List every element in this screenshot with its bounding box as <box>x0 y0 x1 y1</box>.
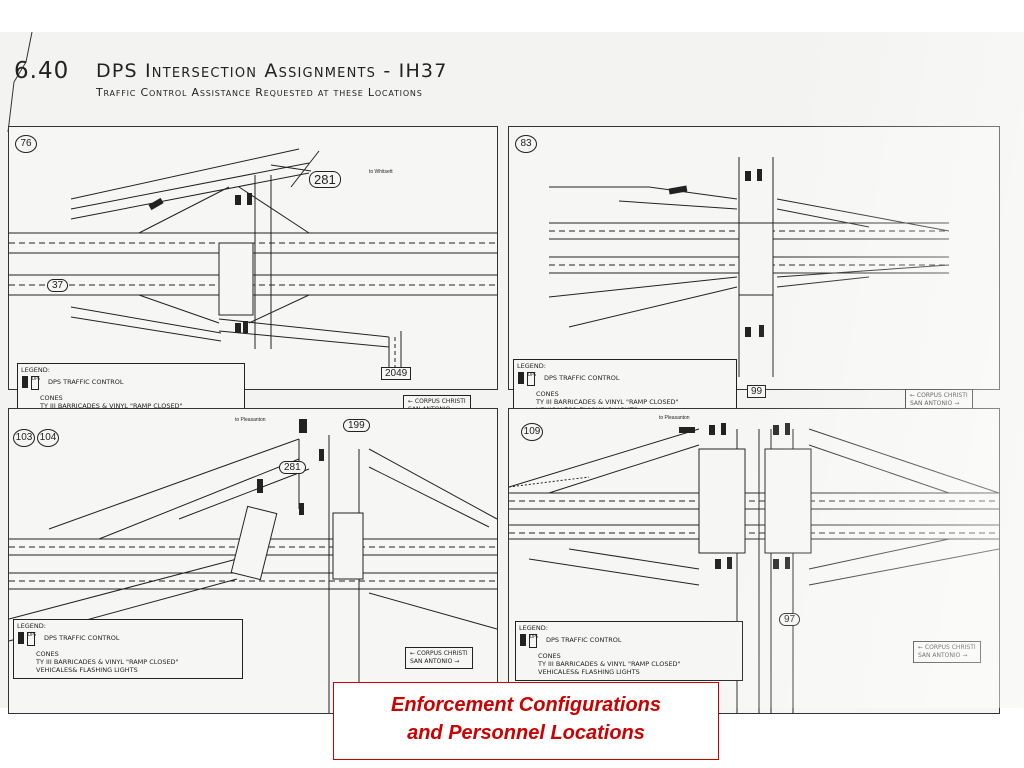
officer-icon <box>257 479 263 493</box>
legend-barricades: TY III BARRICADES & VINYL "RAMP CLOSED" <box>40 402 183 410</box>
dps-vehicle-icon <box>319 449 324 461</box>
vehicle-icon <box>668 185 688 195</box>
legend-barricades: TY III BARRICADES & VINYL "RAMP CLOSED" <box>536 398 679 406</box>
destination-label: to Whitsett <box>369 169 393 175</box>
direction-corpus-christi: ← CORPUS CHRISTI <box>918 644 976 651</box>
panel-site-109: 109 97 to Pleasanton LEGEND: DPS DPS TRA… <box>508 408 1000 714</box>
caption-line-2: and Personnel Locations <box>407 722 645 744</box>
intersection-diagram <box>9 148 497 375</box>
legend-dps: DPS TRAFFIC CONTROL <box>544 374 620 382</box>
legend-cones: CONES <box>538 652 561 660</box>
officer-icon <box>715 559 721 569</box>
legend-heading: LEGEND: <box>517 362 546 370</box>
legend-dps: DPS TRAFFIC CONTROL <box>546 636 622 644</box>
officer-markers <box>148 193 252 333</box>
destination-label: to Pleasanton <box>659 415 690 421</box>
intersection-diagram <box>508 423 1000 713</box>
site-number: 76 <box>15 135 37 153</box>
route-shield-37: 37 <box>47 279 69 292</box>
panel-site-83: 83 99 LEGEND: DPS DPS TRAFFIC CONTROL CO… <box>508 126 1000 419</box>
officer-icon <box>18 632 24 644</box>
caption-line-1: Enforcement Configurations <box>390 694 661 716</box>
panel-site-76: 76 281 37 2049 to Whitsett LEGEND: DPS D… <box>8 126 498 423</box>
legend-vehicles: VEHICALES& FLASHING LIGHTS <box>36 666 138 674</box>
officer-icon <box>299 419 307 433</box>
officer-icon <box>22 376 28 388</box>
officer-markers <box>668 169 764 337</box>
dps-symbol: DPS <box>31 376 40 390</box>
route-shield-281: 281 <box>309 171 341 188</box>
dps-vehicle-icon <box>299 503 304 515</box>
direction-corpus-christi: ← CORPUS CHRISTI <box>410 650 468 657</box>
legend-barricades: TY III BARRICADES & VINYL "RAMP CLOSED" <box>538 660 681 668</box>
direction-box: ← CORPUS CHRISTI SAN ANTONIO → <box>905 389 973 411</box>
officer-icon <box>235 195 241 205</box>
direction-corpus-christi: ← CORPUS CHRISTI <box>910 392 968 399</box>
officer-icon <box>520 634 526 646</box>
direction-box: ← CORPUS CHRISTI SAN ANTONIO → <box>405 647 473 669</box>
caption-box: Enforcement Configurations and Personnel… <box>333 682 719 760</box>
vehicle-icon <box>679 427 695 433</box>
direction-san-antonio: SAN ANTONIO → <box>918 652 968 659</box>
officer-markers <box>257 419 324 515</box>
officer-icon <box>518 372 524 384</box>
officer-icon <box>745 171 751 181</box>
legend-cones: CONES <box>40 394 63 402</box>
legend-dps: DPS TRAFFIC CONTROL <box>44 634 120 642</box>
route-shield-281: 281 <box>279 461 306 474</box>
site-number: 109 <box>521 423 543 441</box>
intersection-diagram <box>8 419 498 713</box>
section-number: 6.40 <box>14 58 70 84</box>
dps-vehicle-icon <box>785 557 790 569</box>
document-sheet: 6.40 DPS Intersection Assignments - IH37… <box>0 31 1024 714</box>
officer-icon <box>235 323 241 333</box>
page-subtitle: Traffic Control Assistance Requested at … <box>96 86 423 99</box>
legend-box: LEGEND: DPS DPS TRAFFIC CONTROL CONES TY… <box>13 619 243 679</box>
direction-box: ← CORPUS CHRISTI SAN ANTONIO → <box>913 641 981 663</box>
site-number: 83 <box>515 135 537 153</box>
site-number-b: 104 <box>37 429 59 447</box>
officer-icon <box>745 327 751 337</box>
route-shield-97: 97 <box>779 613 801 626</box>
page-title: DPS Intersection Assignments - IH37 <box>96 60 448 82</box>
legend-heading: LEGEND: <box>519 624 548 632</box>
dps-vehicle-icon <box>727 557 732 569</box>
officer-icon <box>773 425 779 435</box>
dps-vehicle-icon <box>785 423 790 435</box>
intersection-diagram <box>548 157 950 377</box>
dps-vehicle-icon <box>757 169 762 181</box>
legend-cones: CONES <box>36 650 59 658</box>
legend-vehicles: VEHICALES& FLASHING LIGHTS <box>538 668 640 676</box>
legend-heading: LEGEND: <box>21 366 50 374</box>
officer-icon <box>773 559 779 569</box>
legend-heading: LEGEND: <box>17 622 46 630</box>
dps-symbol: DPS <box>27 632 36 646</box>
site-number-a: 103 <box>13 429 35 447</box>
route-box-2049: 2049 <box>381 367 412 380</box>
dps-symbol: DPS <box>529 634 538 648</box>
vehicle-icon <box>148 197 164 211</box>
route-shield-199: 199 <box>343 419 370 432</box>
legend-barricades: TY III BARRICADES & VINYL "RAMP CLOSED" <box>36 658 179 666</box>
dps-vehicle-icon <box>759 325 764 337</box>
dps-symbol: DPS <box>527 372 536 386</box>
direction-san-antonio: SAN ANTONIO → <box>910 400 960 407</box>
legend-cones: CONES <box>536 390 559 398</box>
direction-san-antonio: SAN ANTONIO → <box>410 658 460 665</box>
margin-line <box>7 31 33 133</box>
legend-box: LEGEND: DPS DPS TRAFFIC CONTROL CONES TY… <box>515 621 743 681</box>
dps-vehicle-icon <box>721 423 726 435</box>
dps-vehicle-icon <box>243 321 248 333</box>
direction-corpus-christi: ← CORPUS CHRISTI <box>408 398 466 405</box>
legend-dps: DPS TRAFFIC CONTROL <box>48 378 124 386</box>
dps-vehicle-icon <box>247 193 252 205</box>
officer-icon <box>709 425 715 435</box>
panel-site-103-104: 103 104 199 281 to Pleasanton LEGEND: DP… <box>8 408 498 714</box>
officer-markers <box>679 423 790 569</box>
destination-label: to Pleasanton <box>235 417 266 423</box>
route-box-99: 99 <box>747 385 767 398</box>
